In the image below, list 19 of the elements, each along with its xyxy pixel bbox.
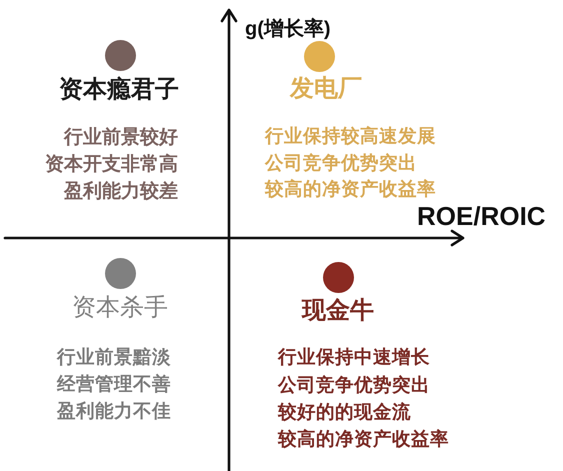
axis-label: g(增长率) <box>245 19 331 41</box>
text-line: 行业前景较好 <box>64 126 178 148</box>
heading: 资本瘾君子 <box>59 77 179 103</box>
text-line: 较高的净资产收益率 <box>265 180 436 200</box>
text-line: 行业前景黯淡 <box>57 348 171 368</box>
text-line: 经营管理不善 <box>57 374 171 396</box>
heading: 发电厂 <box>290 76 362 102</box>
text-line: 行业保持较高速发展 <box>265 127 436 147</box>
text-line: 公司竞争优势突出 <box>278 376 430 396</box>
text-line: 行业保持中速增长 <box>278 348 430 368</box>
text-line: 较好的的现金流 <box>278 402 411 424</box>
text-line: 盈利能力较差 <box>64 180 178 202</box>
text-line: 盈利能力不佳 <box>57 402 171 422</box>
text-line: 较高的净资产收益率 <box>278 430 449 450</box>
heading: 资本杀手 <box>72 295 168 321</box>
heading: 现金牛 <box>302 298 374 324</box>
axis-label: ROE/ROIC <box>417 202 546 230</box>
text-line: 公司竞争优势突出 <box>265 154 417 174</box>
text-line: 资本开支非常高 <box>45 154 178 174</box>
